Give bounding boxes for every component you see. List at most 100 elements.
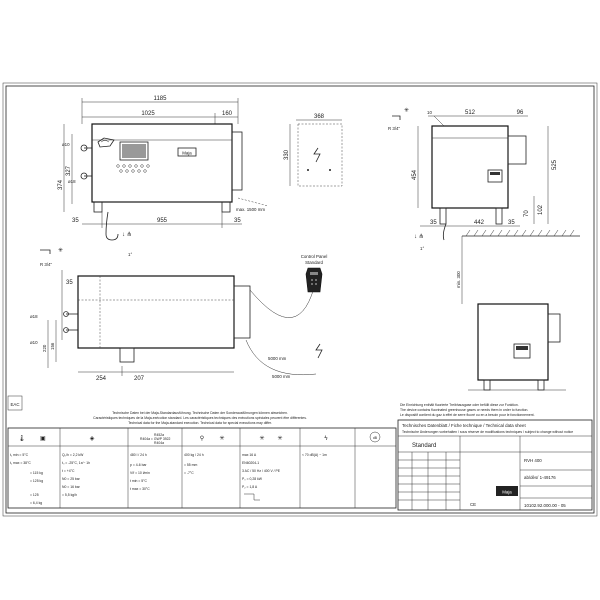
spec-ice-3: N0 = 25 bar xyxy=(62,477,81,481)
spec-water-1: p = 4-6 bar xyxy=(130,463,147,467)
dim-clearance-min: min. 300 xyxy=(456,271,461,288)
side-warning-label xyxy=(487,169,503,183)
dim-side-depth: 442 xyxy=(474,220,485,226)
dim-front-outlet-dia: ø18 xyxy=(68,179,76,184)
title-article: ab/dès/ 1-49176 xyxy=(524,475,556,480)
svg-text:dB: dB xyxy=(373,436,378,440)
spec-ice-1: t₀ = -25°C, 1x/~ 1h xyxy=(62,461,90,465)
lightning-icon: ϟ xyxy=(324,436,328,442)
spec-ambient-min: t₁ min = 5°C xyxy=(10,453,29,457)
spec-water-2: V/f = 10 l/min xyxy=(130,471,150,475)
clearance-warning-label xyxy=(513,343,531,359)
thermometer-icon: 🌡 xyxy=(18,434,26,442)
spec-ice-4: N0 = 16 bar xyxy=(62,485,81,489)
sheet-outer-frame xyxy=(2,82,598,517)
dim-front-height-a: 374 xyxy=(58,179,64,190)
dim-front-right-width: 160 xyxy=(222,111,233,117)
dim-front-leg-spacing: 955 xyxy=(157,218,168,224)
fgas-note-de: Die Einrichtung enthält fluorierte Treib… xyxy=(400,403,519,407)
spec-flake-0: 400 kg / 24 h xyxy=(184,453,204,457)
dim-side-height: 454 xyxy=(412,169,418,180)
maja-brand-text: Maja xyxy=(182,151,192,156)
side-drain-icon: ↓ ⋔ xyxy=(414,233,424,240)
dim-top-width-a: 254 xyxy=(96,376,107,382)
spec-weight-1: = 125 kg xyxy=(30,479,43,483)
spec-flake-2: = -7°C xyxy=(184,471,194,475)
snowflake-icon: ✳ xyxy=(404,107,409,114)
dim-front-inlet-dia: ø10 xyxy=(62,142,70,147)
spec-ice-2: t = +4°C xyxy=(62,469,75,473)
top-view: ✳ R 3/4" 35 ø18 ø10 220 156 254 207 5000… xyxy=(30,247,323,382)
note-de: Technische Daten bei der Maja-Standardau… xyxy=(112,411,288,415)
dim-top-height-a: 220 xyxy=(42,344,47,352)
dim-top-thread: R 3/4" xyxy=(40,262,52,267)
maja-brand-badge xyxy=(177,147,197,157)
snowflake-icon-2: ✳ xyxy=(277,435,282,442)
control-panel-subtitle: Standard xyxy=(305,260,323,265)
cable-length-b: 5000 mm xyxy=(272,374,291,379)
water-snowflake-icon: ✳ xyxy=(219,435,224,442)
side-motor-block xyxy=(507,135,527,165)
dim-front-body-width: 1025 xyxy=(141,111,155,117)
spec-elec-0: max 16 A xyxy=(242,453,257,457)
spec-weight-3: = 6,4 kg xyxy=(30,501,42,505)
dim-side-leg-height: 102 xyxy=(538,204,544,215)
title-subheader: Technische Änderungen vorbehalten / sous… xyxy=(402,430,573,434)
top-motor-housing xyxy=(233,285,251,339)
dim-side-leg-offset: 35 xyxy=(430,220,437,226)
note-en: Technical data for the Maja-standard exe… xyxy=(128,421,272,425)
title-variant: Standard xyxy=(412,443,436,449)
control-panel-handheld: Control Panel Standard xyxy=(301,254,328,293)
box-icon: ▣ xyxy=(40,436,46,442)
front-machine-body xyxy=(91,123,233,203)
title-drawing-no: 10102.92.000.00 - 05 xyxy=(524,503,566,508)
side-machine-body xyxy=(431,125,509,209)
dim-top-offset: 35 xyxy=(66,280,73,286)
control-panel-wall-box: 368 330 xyxy=(284,114,343,187)
water-tap-icon xyxy=(392,115,401,120)
dim-top-dia-b: ø10 xyxy=(30,340,38,345)
front-leg-left xyxy=(93,201,103,213)
front-display xyxy=(119,141,149,161)
front-motor-housing xyxy=(231,131,243,191)
spec-water-0: 480 l / 24 h xyxy=(130,453,147,457)
side-leg-left xyxy=(439,207,447,225)
maja-logo-text: Maja xyxy=(502,490,512,495)
side-view: R 3/4" ✳ 10 512 96 454 525 102 70 35 442… xyxy=(388,107,558,251)
front-drain-hose xyxy=(105,211,119,241)
notes-block: Technische Daten bei der Maja-Standardau… xyxy=(93,411,307,425)
noise-icon xyxy=(369,431,381,443)
circuit-symbol xyxy=(244,493,260,501)
top-snowflake-icon: ✳ xyxy=(58,247,63,254)
cable-length-a: 5000 mm xyxy=(268,356,287,361)
dim-front-left-offset: 35 xyxy=(72,218,79,224)
power-cable xyxy=(245,339,317,375)
front-slope-label: 1° xyxy=(128,252,132,257)
ice-cube-icon: ◈ xyxy=(90,436,95,442)
dim-side-total-height: 525 xyxy=(552,159,558,170)
dim-top-dia-a: ø18 xyxy=(30,314,38,319)
eac-mark: EAC xyxy=(7,395,23,411)
spec-weight-2: = 125 xyxy=(30,493,39,497)
dim-side-base-height: 70 xyxy=(524,210,530,217)
spec-water-4: t max = 30°C xyxy=(130,487,150,491)
control-panel-title: Control Panel xyxy=(301,254,328,259)
side-leg-right xyxy=(495,207,503,225)
spec-noise-0: < 70 dB(A) ~ 1m xyxy=(302,453,327,457)
dim-front-total-width: 1185 xyxy=(154,96,168,102)
front-leg-right xyxy=(221,201,231,213)
front-control-buttons xyxy=(116,164,150,173)
dim-side-thread: R 3/4" xyxy=(388,126,400,131)
dim-side-offset-left: 10 xyxy=(427,110,432,115)
spec-elec-1: EN60204-1 xyxy=(242,461,259,465)
fgas-note-fr: Le dispositif contient du gaz à effet de… xyxy=(400,413,535,417)
specs-table: 🌡 ▣ ◈ R404a = GWP 3922 R452a R404a ⚲ ✳ ✳… xyxy=(7,427,397,509)
svg-text:R452a: R452a xyxy=(154,433,164,437)
spec-flake-1: = 55 mm xyxy=(184,463,197,467)
spec-water-3: t min = 5°C xyxy=(130,479,147,483)
title-model: RVH 400 xyxy=(524,458,542,463)
spec-ice-0: Q₀/h = 2,2 kW xyxy=(62,453,84,457)
spec-elec-4: P₂ = 1,8 A xyxy=(242,485,258,489)
ice-caption: R404a = GWP 3922 xyxy=(140,437,170,441)
